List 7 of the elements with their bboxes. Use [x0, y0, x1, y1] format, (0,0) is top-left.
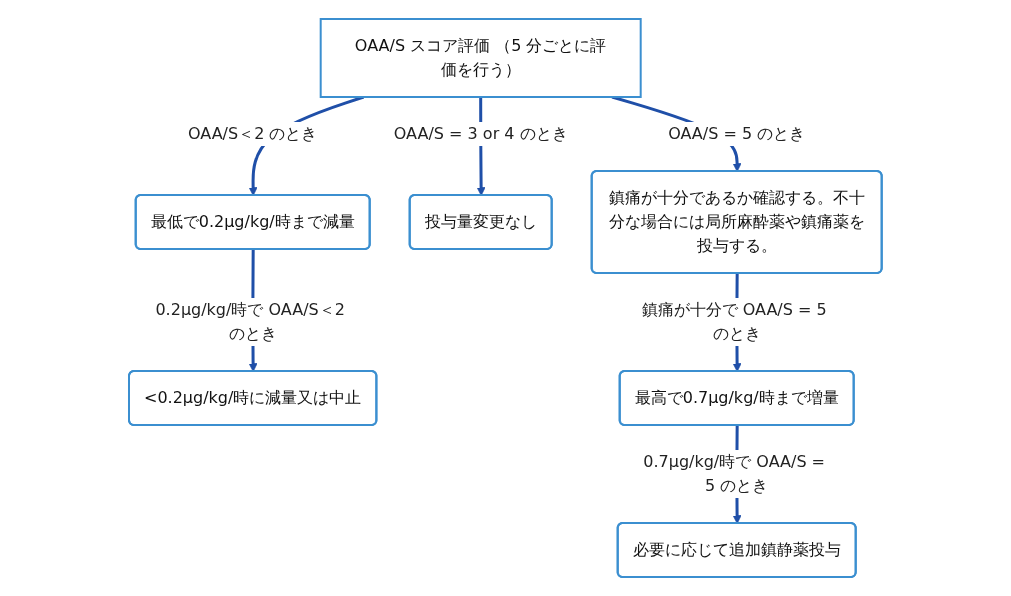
edge-label: 鎮痛が十分で OAA/S = 5 のとき [641, 300, 827, 343]
node-box: OAA/S スコア評価 （5 分ごとに評価を行う） [319, 18, 642, 98]
edge-label: OAA/S = 5 のとき [668, 124, 806, 143]
edge-label: 0.7μg/kg/時で OAA/S = 5 のとき [643, 452, 826, 495]
edge-label: OAA/S＜2 のとき [188, 124, 318, 143]
edge-label: 0.2μg/kg/時で OAA/S＜2 のとき [155, 300, 346, 343]
edge-label: OAA/S = 3 or 4 のとき [393, 124, 568, 143]
